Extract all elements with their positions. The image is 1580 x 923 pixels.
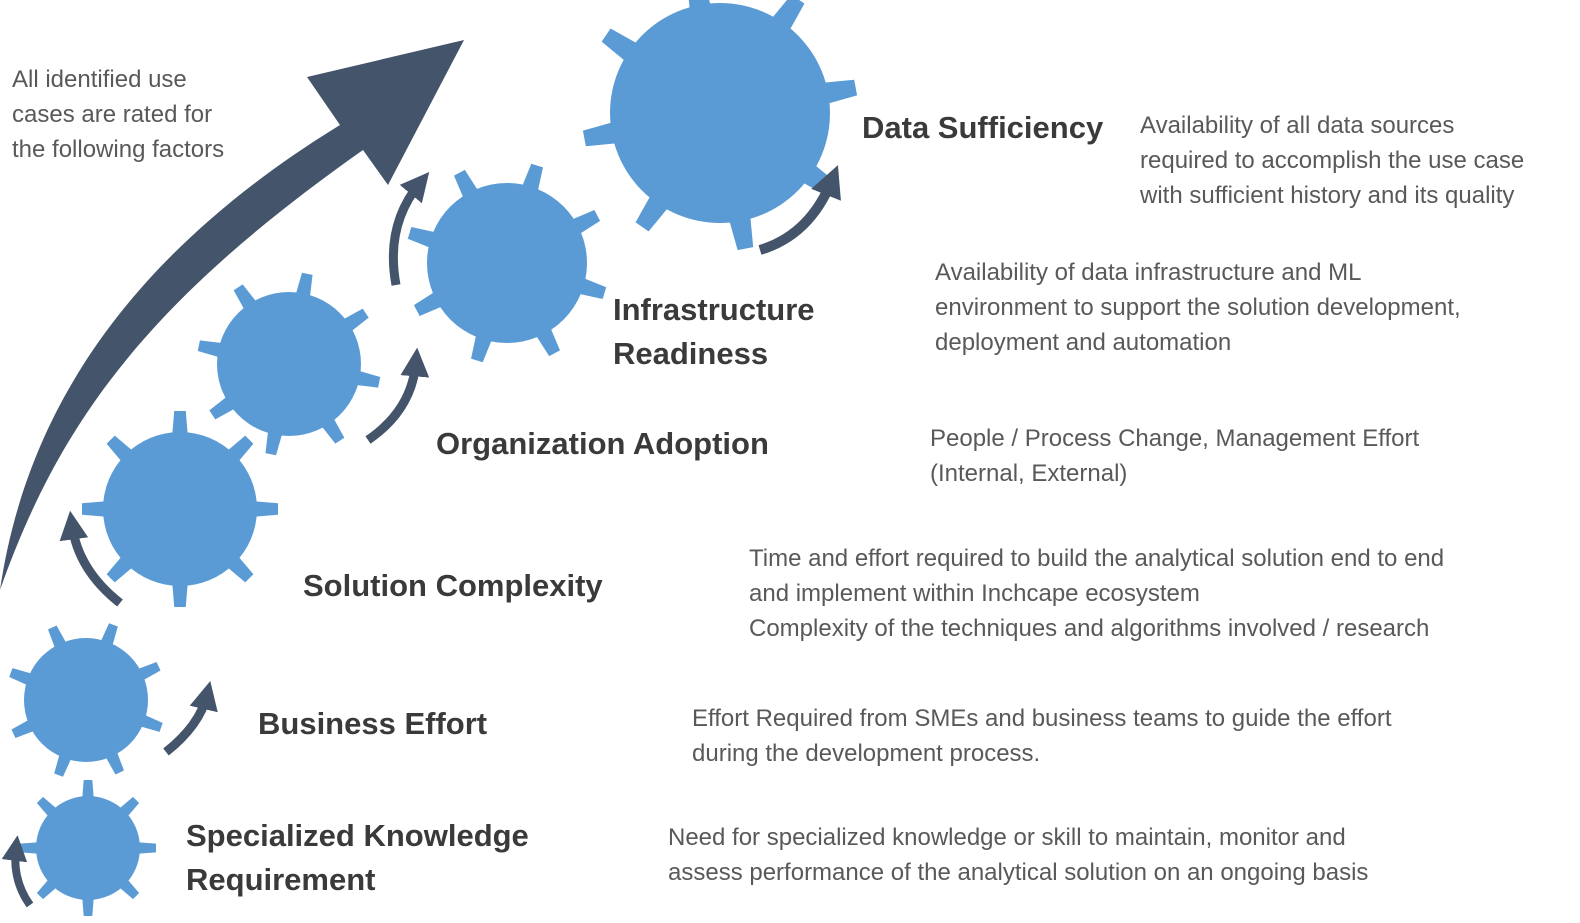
curved-arrow-infrastructure-readiness	[388, 171, 430, 286]
factor-title-infrastructure-readiness: Infrastructure Readiness	[613, 288, 815, 376]
intro-note: All identified use cases are rated for t…	[12, 66, 225, 163]
factor-desc-line: Availability of data infrastructure and …	[935, 259, 1362, 286]
curved-arrow-solution-complexity	[59, 510, 123, 607]
factor-title-line: Data Sufficiency	[862, 110, 1104, 145]
factor-desc-line: deployment and automation	[935, 329, 1232, 356]
gear-specialized-knowledge	[20, 780, 156, 916]
factor-title-line: Specialized Knowledge	[186, 818, 529, 853]
curved-arrow-data-sufficiency	[758, 165, 841, 255]
curved-arrow-business-effort	[163, 680, 218, 756]
factor-desc-data-sufficiency: Availability of all data sources require…	[1140, 108, 1524, 213]
factor-title-specialized-knowledge: Specialized Knowledge Requirement	[186, 814, 529, 902]
factor-desc-line: during the development process.	[692, 740, 1041, 767]
factor-desc-line: with sufficient history and its quality	[1140, 182, 1515, 209]
factor-desc-solution-complexity: Time and effort required to build the an…	[749, 541, 1444, 646]
factor-desc-line: Complexity of the techniques and algorit…	[749, 615, 1430, 642]
factor-desc-line: and implement within Inchcape ecosystem	[749, 580, 1200, 607]
curved-arrow-organization-adoption	[365, 347, 430, 444]
factor-desc-line: Effort Required from SMEs and business t…	[692, 705, 1392, 732]
factor-desc-line: (Internal, External)	[930, 460, 1128, 487]
gear-data-sufficiency	[582, 0, 858, 251]
factor-title-line: Requirement	[186, 862, 376, 897]
factor-desc-line: Time and effort required to build the an…	[749, 545, 1445, 572]
factor-title-data-sufficiency: Data Sufficiency	[862, 106, 1103, 150]
factor-desc-organization-adoption: People / Process Change, Management Effo…	[930, 421, 1419, 491]
factor-desc-line: People / Process Change, Management Effo…	[930, 425, 1420, 452]
factor-desc-specialized-knowledge: Need for specialized knowledge or skill …	[668, 820, 1368, 890]
factor-title-line: Solution Complexity	[303, 568, 603, 603]
curved-arrow-specialized-knowledge	[1, 835, 34, 908]
factor-title-solution-complexity: Solution Complexity	[303, 564, 603, 608]
factor-title-business-effort: Business Effort	[258, 702, 487, 746]
gear-solution-complexity	[82, 411, 278, 607]
factor-desc-line: required to accomplish the use case	[1140, 147, 1525, 174]
factor-desc-business-effort: Effort Required from SMEs and business t…	[692, 701, 1391, 771]
growth-arrow	[0, 40, 464, 590]
factor-title-line: Infrastructure	[613, 292, 815, 327]
factor-desc-line: Availability of all data sources	[1140, 112, 1455, 139]
gear-business-effort	[9, 623, 163, 777]
gear-organization-adoption	[197, 272, 381, 456]
factor-title-line: Business Effort	[258, 706, 488, 741]
factor-title-line: Readiness	[613, 336, 769, 371]
factor-desc-infrastructure-readiness: Availability of data infrastructure and …	[935, 255, 1461, 360]
gear-infrastructure-readiness	[407, 163, 607, 363]
factor-desc-line: assess performance of the analytical sol…	[668, 859, 1369, 886]
factor-desc-line: Need for specialized knowledge or skill …	[668, 824, 1346, 851]
factor-desc-line: environment to support the solution deve…	[935, 294, 1461, 321]
factor-title-line: Organization Adoption	[436, 426, 769, 461]
factor-title-organization-adoption: Organization Adoption	[436, 422, 769, 466]
